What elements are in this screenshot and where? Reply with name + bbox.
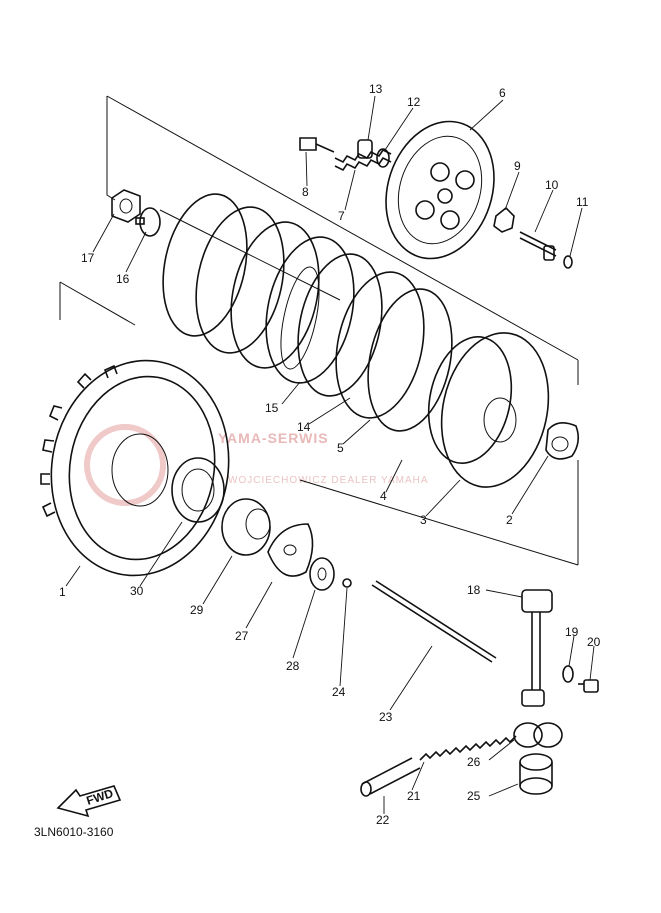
label-13: 13 (369, 82, 383, 96)
label-22: 22 (376, 813, 390, 827)
plate-washer (267, 523, 314, 577)
label-6: 6 (499, 86, 506, 100)
label-30: 30 (130, 584, 144, 598)
clutch-spring-set (299, 137, 392, 172)
label-21: 21 (407, 789, 421, 803)
push-rod (371, 580, 497, 663)
fwd-label: FWD (85, 786, 116, 808)
label-19: 19 (565, 625, 579, 639)
label-25: 25 (467, 789, 481, 803)
push-lever (521, 589, 553, 707)
dealer-watermark: YAMA-SERWIS WOJCIECHOWICZ DEALER YAMAHA (84, 424, 429, 506)
label-10: 10 (545, 178, 559, 192)
push-rod-cap (360, 757, 421, 797)
lock-washer (135, 207, 161, 237)
watermark-brand: YAMA-SERWIS (218, 430, 329, 446)
watermark-tagline: WOJCIECHOWICZ DEALER YAMAHA (228, 475, 429, 486)
washer-28 (309, 557, 335, 591)
pressure-plate (385, 120, 495, 260)
label-20: 20 (587, 635, 601, 649)
label-7: 7 (338, 209, 345, 223)
push-rod-spring (419, 735, 517, 761)
clutch-plate-stack (162, 193, 453, 432)
bearing-25 (519, 753, 553, 795)
label-3: 3 (420, 513, 427, 527)
assembly-box-upper (106, 95, 579, 385)
assembly-box-lower (59, 281, 579, 566)
primary-driven-gear (40, 359, 230, 577)
bolt-20 (578, 679, 599, 693)
push-rod-assembly (493, 206, 573, 269)
label-24: 24 (332, 685, 346, 699)
label-23: 23 (379, 710, 393, 724)
label-2: 2 (506, 513, 513, 527)
label-1: 1 (59, 585, 66, 599)
label-4: 4 (380, 489, 387, 503)
label-8: 8 (302, 185, 309, 199)
label-28: 28 (286, 659, 300, 673)
label-5: 5 (337, 441, 344, 455)
spacer (221, 498, 271, 556)
washer-19 (562, 665, 574, 683)
needle-bearing (171, 457, 225, 523)
clutch-boss (427, 332, 550, 488)
steel-ball (342, 578, 352, 588)
diagram-code: 3LN6010-3160 (34, 825, 114, 839)
label-29: 29 (190, 603, 204, 617)
clutch-nut (111, 189, 141, 223)
label-27: 27 (235, 629, 249, 643)
forward-arrow-icon: FWD (56, 785, 122, 818)
label-18: 18 (467, 583, 481, 597)
part-labels: 13 12 6 9 10 11 8 7 17 16 15 14 5 4 3 2 … (59, 82, 601, 827)
leader-lines (65, 95, 595, 814)
label-26: 26 (467, 755, 481, 769)
label-15: 15 (265, 401, 279, 415)
oil-seal (513, 722, 563, 748)
thrust-washer (545, 422, 580, 460)
label-14: 14 (297, 420, 311, 434)
label-16: 16 (116, 272, 130, 286)
label-11: 11 (576, 195, 589, 209)
label-17: 17 (81, 251, 95, 265)
label-12: 12 (407, 95, 421, 109)
label-9: 9 (514, 159, 521, 173)
